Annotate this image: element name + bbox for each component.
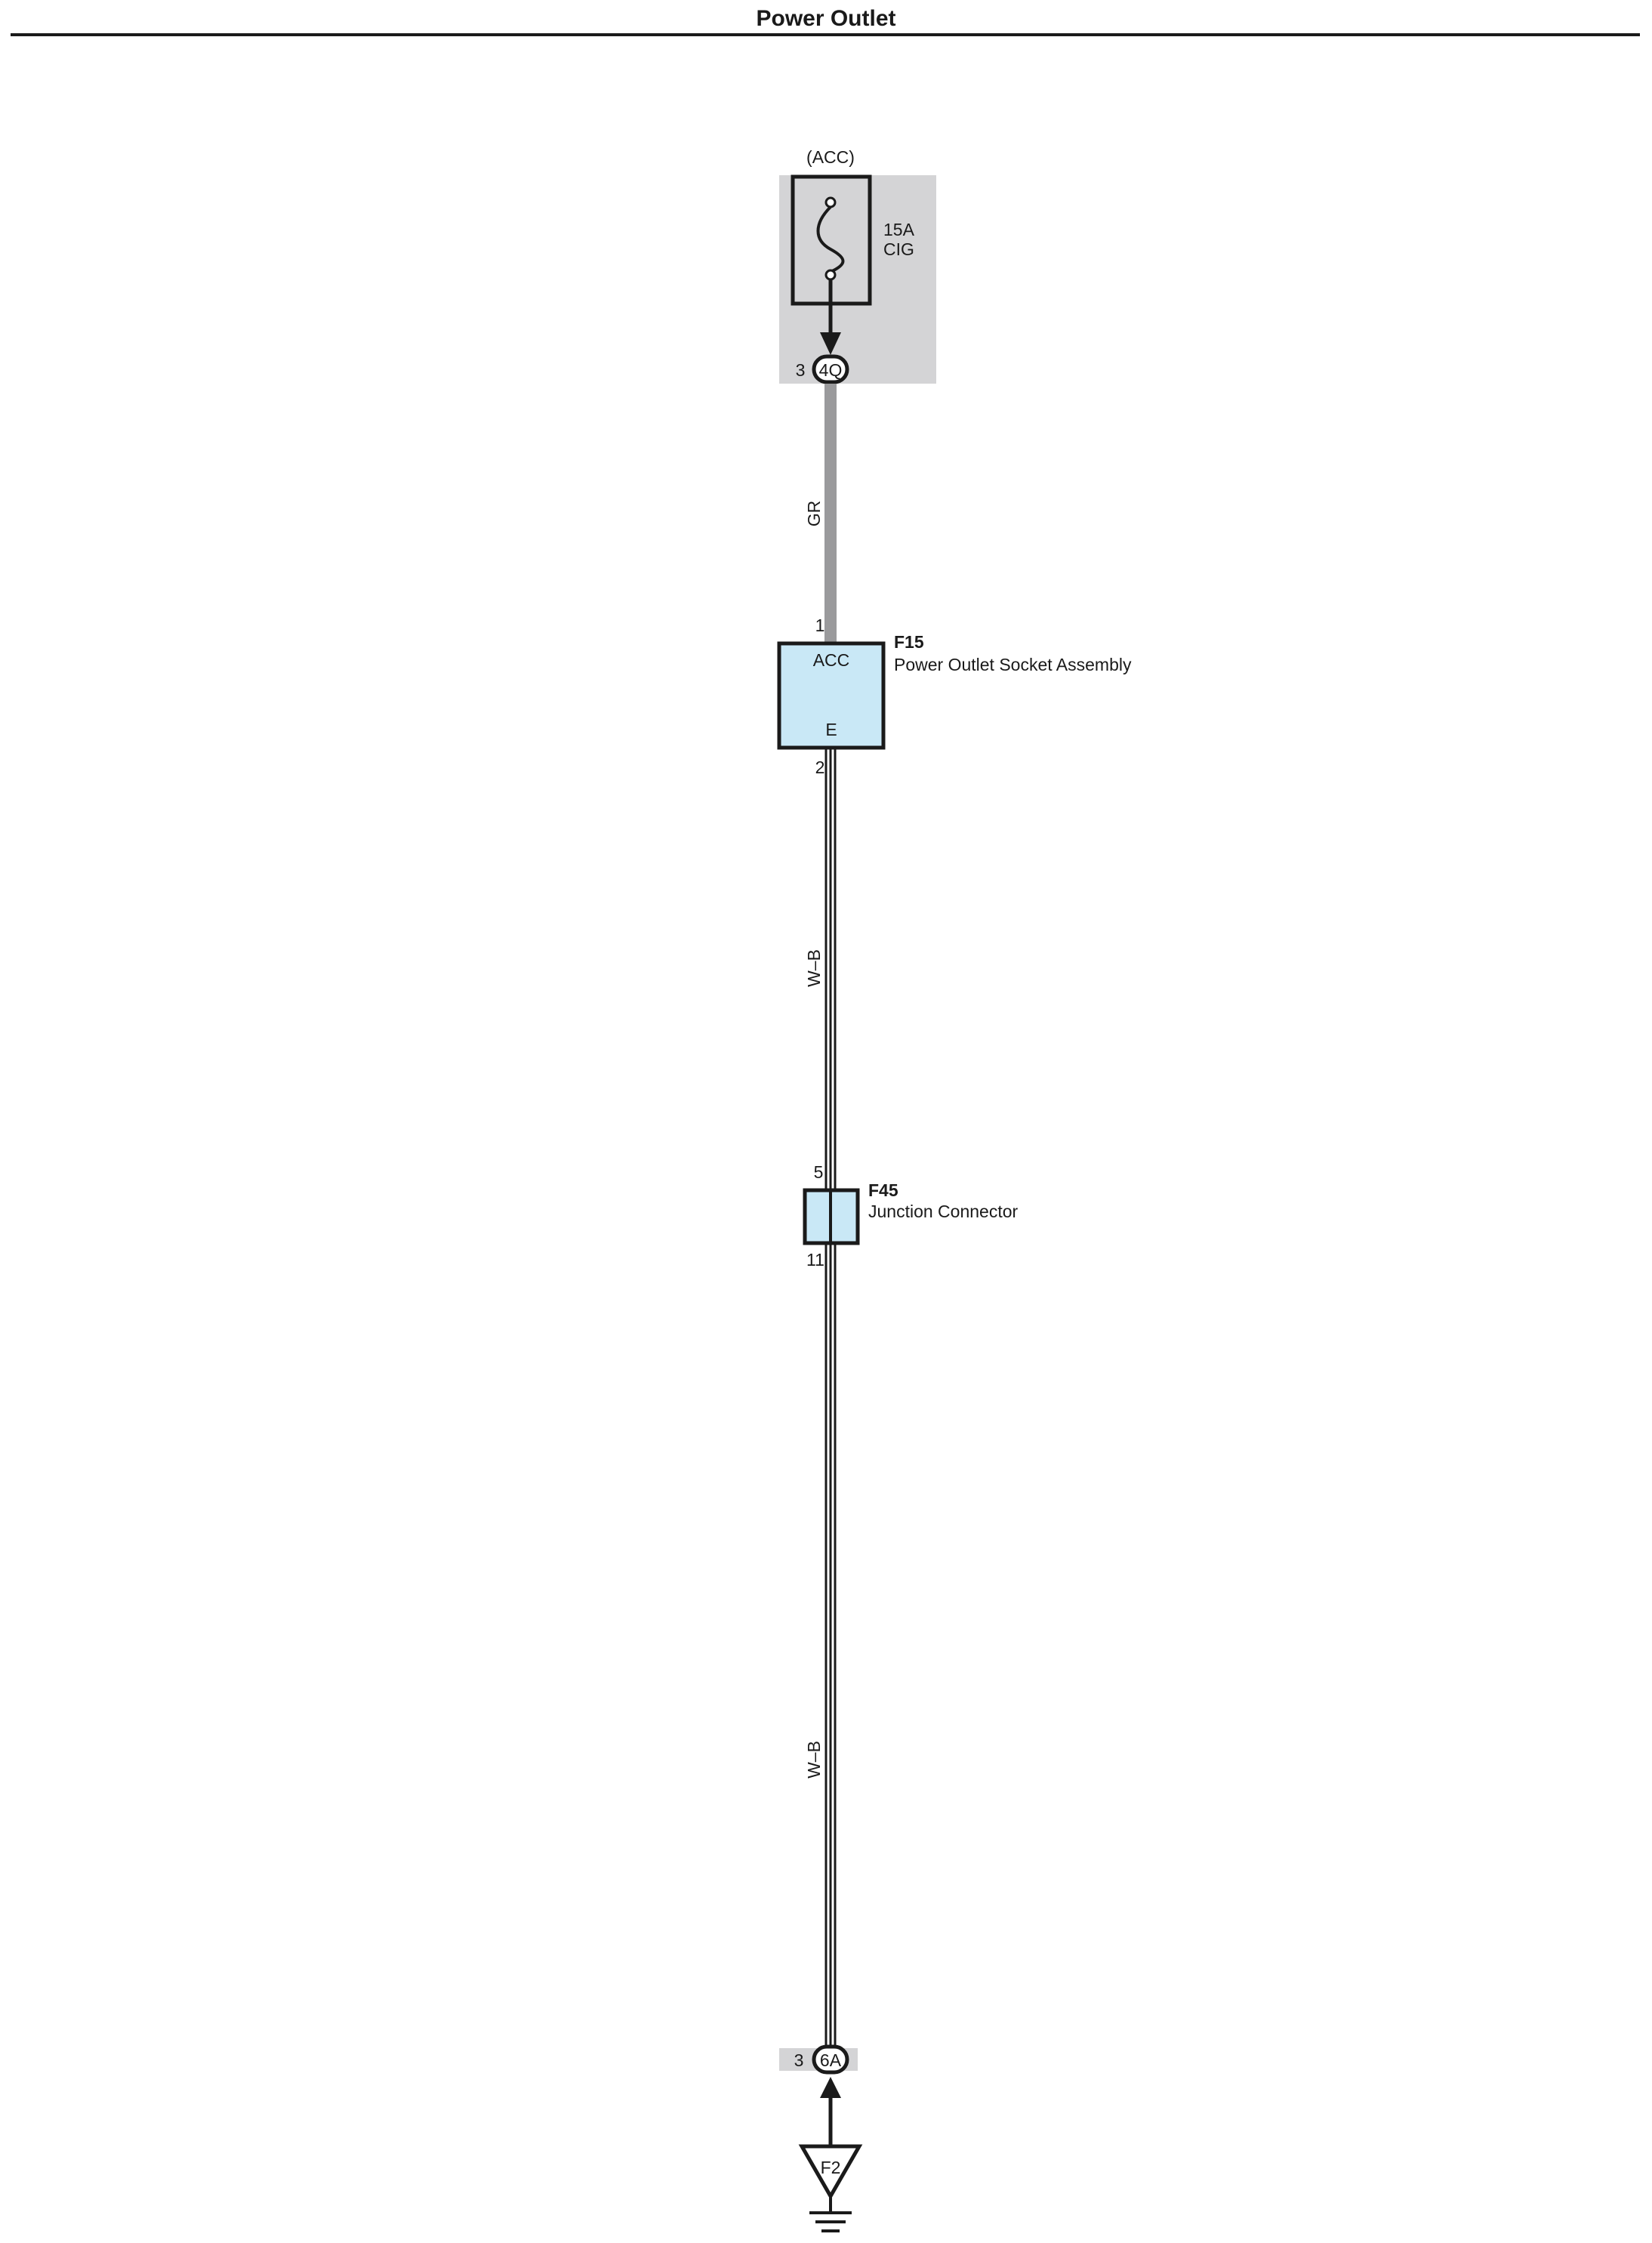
connector-arrow-icon <box>820 332 841 355</box>
ground-point-f2 <box>798 2144 863 2201</box>
wire-wb-upper-label: W–B <box>804 949 824 987</box>
ground-code: F2 <box>821 2158 841 2177</box>
connector-arrow-up-icon <box>820 2077 841 2098</box>
f45-pin-in: 5 <box>814 1162 824 1182</box>
connector-6a-code: 6A <box>820 2050 842 2070</box>
f45-code: F45 <box>868 1180 898 1200</box>
f15-pin-in: 1 <box>815 616 825 635</box>
connector-6a <box>812 2044 849 2075</box>
fuse-terminal-bottom <box>824 269 837 281</box>
f45-name: Junction Connector <box>868 1202 1019 1221</box>
power-source-label: (ACC) <box>806 147 855 167</box>
fuse-panel-background <box>779 175 936 384</box>
wire-wb-upper <box>824 748 837 1190</box>
connector-4q-code: 4Q <box>819 360 843 380</box>
page-title: Power Outlet <box>756 6 895 31</box>
fuse-element-icon <box>816 205 845 273</box>
f15-code: F15 <box>894 632 924 652</box>
f15-pin-out: 2 <box>815 757 825 777</box>
fuse-cig <box>791 174 872 338</box>
f15-power-outlet-socket <box>777 641 886 750</box>
fuse-terminal-top <box>824 196 837 208</box>
f15-terminal-acc: ACC <box>813 650 850 670</box>
connector-6a-pin: 3 <box>794 2050 804 2070</box>
wire-wb-lower <box>824 1243 837 2048</box>
fuse-rating: 15A <box>883 220 915 239</box>
f45-pin-out: 11 <box>806 1250 824 1270</box>
connector-4q <box>812 354 849 384</box>
f15-terminal-e: E <box>825 720 837 739</box>
f15-name: Power Outlet Socket Assembly <box>894 655 1132 674</box>
fuse-name: CIG <box>883 239 914 259</box>
connector-4q-pin: 3 <box>796 360 806 380</box>
wire-gr-label: GR <box>804 501 824 527</box>
wire-gr <box>824 384 837 643</box>
wire-wb-lower-label: W–B <box>804 1741 824 1779</box>
ground-icon <box>809 2196 852 2232</box>
